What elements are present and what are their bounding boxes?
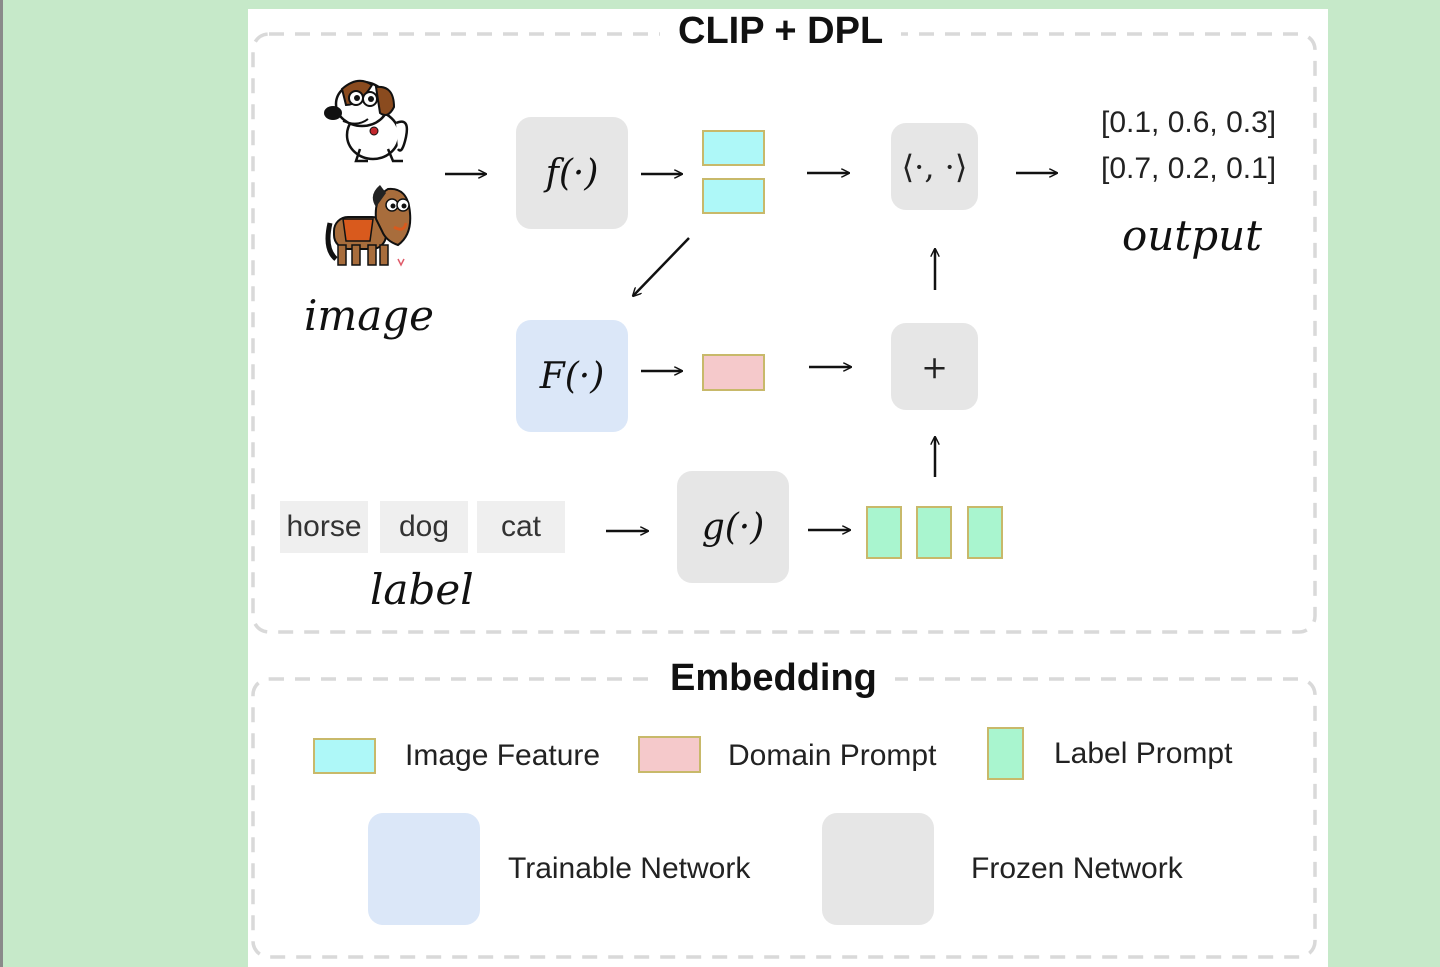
legend-image-feature-swatch xyxy=(313,738,376,774)
diagram-title: CLIP + DPL xyxy=(660,9,902,53)
output-vector-2: [0.7, 0.2, 0.1] xyxy=(1101,152,1277,185)
sum-label: + xyxy=(921,347,948,386)
window-edge xyxy=(0,0,3,967)
image-encoder-label: f(·) xyxy=(545,152,599,194)
arrow-feature-to-F xyxy=(633,237,690,296)
legend-title: Embedding xyxy=(652,656,895,700)
output-caption: output xyxy=(1122,211,1263,260)
label-chip-horse: horse xyxy=(280,501,368,553)
embedding-group-border xyxy=(251,677,1317,959)
legend-trainable-swatch xyxy=(368,813,480,925)
legend-frozen-label: Frozen Network xyxy=(971,852,1183,885)
legend-image-feature-label: Image Feature xyxy=(405,739,601,772)
diagram-canvas: CLIP + DPL Embedding image f(·) ⟨·, ·⟩ [… xyxy=(248,9,1328,967)
diagram-lines xyxy=(251,32,1317,959)
label-prompt-box-2 xyxy=(916,506,952,559)
dog-icon xyxy=(324,79,409,163)
legend-label-prompt-label: Label Prompt xyxy=(1054,737,1233,770)
output-vector-1: [0.1, 0.6, 0.3] xyxy=(1101,106,1277,139)
sum-node: + xyxy=(891,323,978,410)
legend-domain-prompt-swatch xyxy=(638,736,701,773)
label-prompt-box-3 xyxy=(967,506,1003,559)
text-encoder-label: g(·) xyxy=(701,506,765,548)
domain-network-node: F(·) xyxy=(516,320,628,432)
image-caption: image xyxy=(304,291,435,340)
label-caption: label xyxy=(370,565,474,614)
domain-network-label: F(·) xyxy=(539,355,605,397)
label-chip-cat: cat xyxy=(477,501,565,553)
domain-prompt-box xyxy=(702,354,765,391)
legend-frozen-swatch xyxy=(822,813,934,925)
horse-icon xyxy=(325,185,412,267)
text-encoder-node: g(·) xyxy=(677,471,789,583)
inner-product-label: ⟨·, ·⟩ xyxy=(901,147,968,186)
clip-dpl-group-border xyxy=(251,32,1317,634)
legend-trainable-label: Trainable Network xyxy=(508,852,751,885)
label-prompt-box-1 xyxy=(866,506,902,559)
inner-product-node: ⟨·, ·⟩ xyxy=(891,123,978,210)
image-feature-box-2 xyxy=(702,178,765,214)
label-chip-dog: dog xyxy=(380,501,468,553)
legend-label-prompt-swatch xyxy=(987,727,1024,780)
image-encoder-node: f(·) xyxy=(516,117,628,229)
legend-domain-prompt-label: Domain Prompt xyxy=(728,739,937,772)
image-feature-box-1 xyxy=(702,130,765,166)
